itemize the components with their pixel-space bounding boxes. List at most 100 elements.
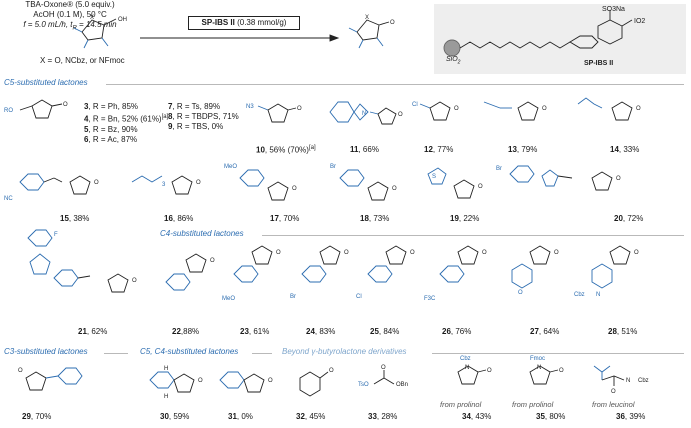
structure-25: O Cl	[356, 245, 415, 300]
svg-text:NC: NC	[4, 196, 13, 202]
reagent-panel	[434, 4, 686, 74]
label-11: 11, 66%	[350, 145, 379, 154]
svg-text:RO: RO	[4, 108, 13, 114]
svg-text:O: O	[487, 368, 492, 374]
svg-text:O: O	[329, 368, 334, 374]
condition-flow-text: f = 5.0 mL/h, t	[23, 20, 73, 29]
svg-text:Cbz: Cbz	[574, 292, 585, 298]
source-34: from prolinol	[440, 400, 482, 409]
svg-text:Br: Br	[330, 164, 336, 170]
svg-text:X: X	[365, 15, 369, 21]
structure-26: O F3C	[424, 245, 487, 302]
svg-text:MeO: MeO	[224, 164, 237, 170]
reagent-box-name: SP-IBS II	[201, 18, 235, 27]
r-list-col1: 3, R = Ph, 85% 4, R = Bn, 52% (61%)[a] 5…	[84, 102, 168, 145]
r-list-item: 9, R = TBS, 0%	[168, 122, 224, 131]
r-list-item: 5, R = Bz, 90%	[84, 124, 138, 134]
r-list-item: 3, R = Ph, 85%	[84, 102, 139, 111]
structure-11: N O	[329, 101, 403, 125]
svg-text:O: O	[381, 365, 386, 371]
label-18: 18, 73%	[360, 214, 390, 223]
structure-33: TsO O OBn	[358, 365, 408, 388]
structure-10: N3 O	[246, 103, 302, 123]
structure-13: O	[483, 101, 547, 121]
svg-text:O: O	[392, 186, 397, 192]
svg-text:TsO: TsO	[358, 382, 369, 388]
svg-text:O: O	[559, 368, 564, 374]
label-31: 31, 0%	[228, 412, 253, 421]
svg-text:O: O	[542, 106, 547, 112]
r-list-item: 6, R = Ac, 87%	[84, 134, 138, 144]
svg-text:O: O	[63, 102, 68, 108]
label-27: 27, 64%	[530, 327, 560, 336]
io2-label: IO2	[634, 18, 646, 25]
label-13: 13, 79%	[508, 145, 538, 154]
label-34: 34, 43%	[462, 412, 492, 421]
svg-text:X: X	[90, 15, 94, 21]
svg-text:O: O	[94, 180, 99, 186]
svg-text:N: N	[465, 365, 469, 371]
substrate-structure: X OH	[73, 15, 127, 49]
label-10: 10, 56% (70%)[a]	[256, 145, 316, 155]
svg-text:O: O	[634, 250, 639, 256]
section-c4-title: C4-substituted lactones	[160, 229, 244, 238]
label-32: 32, 45%	[296, 412, 326, 421]
label-29: 29, 70%	[22, 412, 52, 421]
structure-28: O Cbz N	[574, 245, 639, 298]
svg-text:O: O	[344, 250, 349, 256]
svg-text:Br: Br	[496, 166, 502, 172]
svg-text:N: N	[362, 111, 366, 117]
r-list-item: 8, R = TBDPS, 71%	[168, 112, 239, 121]
svg-text:O: O	[554, 250, 559, 256]
svg-text:N3: N3	[246, 104, 254, 110]
structure-30: O H H	[149, 366, 203, 400]
label-22: 22,88%	[172, 327, 200, 336]
label-20: 20, 72%	[614, 214, 644, 223]
product-structure: X O	[348, 15, 395, 49]
svg-text:N: N	[537, 365, 541, 371]
svg-text:Cbz: Cbz	[460, 356, 471, 362]
structure-36: O N Cbz	[593, 365, 649, 395]
section-c4-divider	[262, 235, 684, 236]
label-33: 33, 28%	[368, 412, 398, 421]
label-14: 14, 33%	[610, 145, 640, 154]
support-label: SiO2	[446, 56, 460, 65]
r-list-item: 7, R = Ts, 89%	[168, 102, 221, 111]
so3na-label: SO3Na	[602, 6, 625, 13]
structure-r-lactone: RO O	[4, 99, 68, 119]
structure-12: Cl O	[412, 101, 459, 121]
label-28: 28, 51%	[608, 327, 638, 336]
svg-text:O: O	[454, 106, 459, 112]
structure-22: O	[165, 253, 215, 291]
svg-text:O: O	[276, 250, 281, 256]
svg-text:F: F	[54, 232, 58, 238]
svg-text:Cbz: Cbz	[638, 378, 649, 384]
svg-text:S: S	[432, 174, 436, 180]
section-beyond-title: Beyond γ-butyrolactone derivatives	[282, 347, 407, 356]
svg-text:N: N	[626, 378, 630, 384]
label-35: 35, 80%	[536, 412, 566, 421]
svg-text:O: O	[616, 176, 621, 182]
svg-text:O: O	[410, 250, 415, 256]
svg-text:O: O	[198, 378, 203, 384]
svg-text:OH: OH	[118, 17, 127, 23]
svg-text:MeO: MeO	[222, 296, 235, 302]
label-30: 30, 59%	[160, 412, 190, 421]
section-c3-divider	[104, 353, 128, 354]
structure-15: NC O	[4, 173, 99, 202]
structure-34: Cbz N O	[457, 356, 492, 385]
svg-text:O: O	[482, 250, 487, 256]
label-12: 12, 77%	[424, 145, 454, 154]
svg-text:3: 3	[162, 182, 166, 188]
source-35: from prolinol	[512, 400, 554, 409]
svg-text:O: O	[210, 258, 215, 264]
r-list-col2: 7, R = Ts, 89% 8, R = TBDPS, 71% 9, R = …	[168, 102, 239, 132]
label-15: 15, 38%	[60, 214, 90, 223]
section-c5c4-divider	[252, 353, 272, 354]
reaction-arrow	[140, 34, 340, 42]
structure-16: 3 O	[131, 175, 201, 195]
support-label-text: SiO	[446, 56, 458, 63]
structure-23: O MeO	[222, 245, 281, 302]
structure-18: Br O	[330, 164, 397, 201]
label-23: 23, 61%	[240, 327, 270, 336]
